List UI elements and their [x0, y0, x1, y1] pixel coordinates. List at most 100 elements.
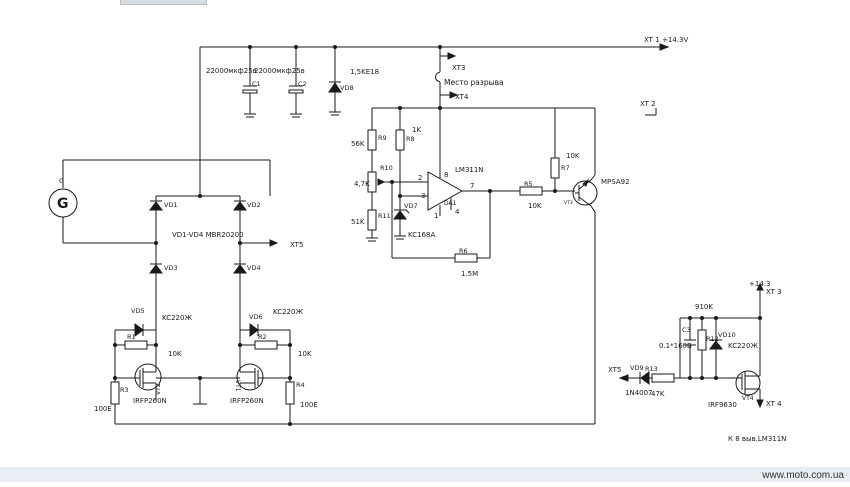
vd9-label: VD9	[630, 364, 644, 372]
r2-label: R2	[258, 333, 267, 341]
r11-value: 51K	[351, 218, 365, 226]
supply-rail	[199, 43, 670, 196]
xt5-label: XT5	[290, 241, 303, 249]
r7-value: 10K	[566, 152, 580, 160]
r9-label: R9	[378, 134, 387, 142]
r8-label: R8	[406, 135, 415, 143]
pin-1: 1	[434, 212, 438, 220]
vt3-label: VT3	[564, 200, 573, 206]
xt2-label: XT 2	[640, 100, 656, 108]
vd5-label: VD5	[131, 307, 145, 315]
r13-label: R13	[645, 365, 658, 373]
zener-vd7	[393, 196, 410, 240]
site-url: www.moto.com.ua	[762, 470, 844, 481]
vd6-value: KC220Ж	[273, 308, 303, 316]
vd9-value: 1N4007	[625, 389, 653, 397]
vt2-label: VT2	[155, 383, 162, 395]
xt4b-label: XT 4	[766, 400, 782, 408]
transistor-vt3	[572, 174, 598, 424]
c2-value: 22000мкф25в	[254, 67, 305, 75]
r4-value: 100E	[300, 401, 318, 409]
pin-3: 3	[421, 192, 425, 200]
op-label: LM311N	[455, 166, 484, 174]
vd4-label: VD4	[247, 264, 261, 272]
pmos-circuit	[618, 282, 764, 409]
vt1-label: VT1	[234, 380, 241, 392]
da1-label: DA1	[444, 200, 457, 207]
xt3c-label: XT 3	[766, 288, 782, 296]
right-mosfet-stage	[236, 323, 295, 424]
vt3-value: MPSA92	[601, 178, 630, 186]
r12-label: R12	[706, 335, 719, 343]
vd2-label: VD2	[247, 201, 261, 209]
window-fragment	[120, 0, 207, 5]
r8-value: 1K	[412, 126, 421, 134]
resistor-r8	[395, 129, 405, 151]
c1-value: 22000мкф25в	[206, 67, 257, 75]
c3-label: C3	[682, 326, 691, 334]
vd5-value: KC220Ж	[162, 314, 192, 322]
vt4-label: VT4	[742, 395, 754, 402]
bridge-label: VD1-VD4 MBR20200	[172, 231, 244, 239]
v143-label: +14.3V	[662, 36, 688, 44]
resistor-r13	[651, 373, 675, 383]
break-label: Место разрыва	[444, 78, 504, 87]
c3-value: 0.1*160В	[659, 342, 692, 350]
pin-2: 2	[418, 174, 422, 182]
vd8-value: 1,5KE18	[350, 68, 379, 76]
c1-label: C1	[252, 80, 261, 88]
resistor-r7	[550, 157, 560, 179]
vd1-label: VD1	[164, 201, 178, 209]
capacitor-c1	[242, 47, 258, 118]
r6-value: 1.5M	[461, 270, 478, 278]
resistor-r9	[367, 129, 377, 151]
r6-label: R6	[459, 247, 468, 255]
vd8-label: VD8	[340, 84, 354, 92]
vd10-label: VD10	[718, 331, 736, 339]
r4-label: R4	[296, 381, 305, 389]
r3-value: 100E	[94, 405, 112, 413]
footer-bar: www.moto.com.ua	[0, 467, 850, 482]
r11-label: R11	[378, 212, 391, 220]
resistor-r11	[367, 209, 377, 231]
tvs-diode-vd8	[328, 47, 342, 116]
pin-4: 4	[455, 208, 460, 216]
r5-label: R5	[524, 180, 533, 188]
xt15-label: XT5	[608, 366, 621, 374]
r9-value: 56K	[351, 140, 365, 148]
r3-label: R3	[120, 386, 129, 394]
xt1-label: XT 1	[644, 36, 660, 44]
r10-label: R10	[380, 164, 393, 172]
bridge-rectifier	[149, 194, 279, 345]
vt4-value: IRF9630	[708, 401, 737, 409]
generator-g	[48, 159, 271, 245]
xt4-label: XT4	[455, 93, 469, 101]
q2-value: IRFP260N	[230, 397, 264, 405]
g-label: G	[59, 177, 64, 185]
note-label: К 8 выв.LM311N	[728, 435, 786, 443]
vd6-label: VD6	[249, 313, 263, 321]
r10-value: 4,7K	[354, 180, 370, 188]
break-point	[435, 47, 459, 108]
vd7-label: VD7	[404, 202, 418, 210]
resistor-r5	[519, 186, 543, 196]
mosfet-ground-bar	[156, 376, 240, 405]
c2-label: C2	[298, 80, 307, 88]
pin-8: 8	[444, 171, 448, 179]
r13-value: 47K	[651, 390, 665, 398]
r1-value: 10K	[168, 350, 182, 358]
r2-value: 10K	[298, 350, 312, 358]
vd3-label: VD3	[164, 264, 178, 272]
pin-7: 7	[470, 182, 474, 190]
capacitor-c2	[288, 47, 304, 118]
generator-symbol: G	[57, 196, 69, 212]
feedback-r6	[391, 182, 492, 263]
vd10-value: KC220Ж	[728, 342, 758, 350]
vd7-value: KC168A	[408, 231, 435, 239]
ground-symbol-xt2	[645, 108, 657, 116]
left-mosfet-stage	[110, 323, 162, 424]
comparator-lm311	[427, 108, 490, 216]
r1-label: R1	[127, 333, 136, 341]
